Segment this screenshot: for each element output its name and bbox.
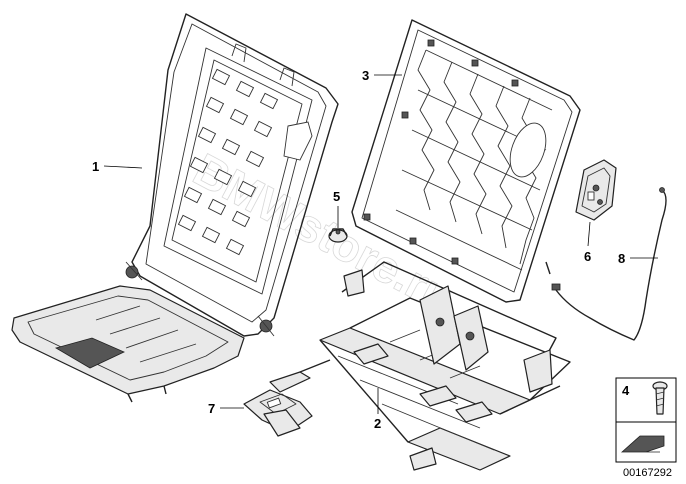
part-seat-cushion-shell[interactable] — [11, 285, 245, 403]
callout-3: 3 — [362, 68, 369, 83]
callout-2: 2 — [374, 416, 381, 431]
leader-lines — [103, 74, 658, 414]
part-latch[interactable] — [575, 159, 617, 221]
part-screw[interactable] — [652, 381, 668, 415]
part-bracket[interactable] — [243, 389, 313, 437]
callout-8: 8 — [618, 251, 625, 266]
legend-box — [615, 377, 677, 463]
part-knob[interactable] — [328, 228, 348, 243]
part-cable[interactable] — [545, 187, 667, 341]
part-seat-frame[interactable] — [269, 261, 571, 471]
callout-6: 6 — [584, 249, 591, 264]
part-backrest-frame[interactable] — [125, 13, 339, 337]
callout-4: 4 — [622, 383, 630, 398]
watermark-text: BMWstore.ru — [185, 143, 462, 323]
part-backrest-spring-panel[interactable] — [351, 19, 581, 303]
callout-5: 5 — [333, 189, 340, 204]
callout-7: 7 — [208, 401, 215, 416]
callout-1: 1 — [92, 159, 99, 174]
image-code: 00167292 — [623, 467, 672, 479]
legend-arrow-icon — [620, 435, 665, 453]
